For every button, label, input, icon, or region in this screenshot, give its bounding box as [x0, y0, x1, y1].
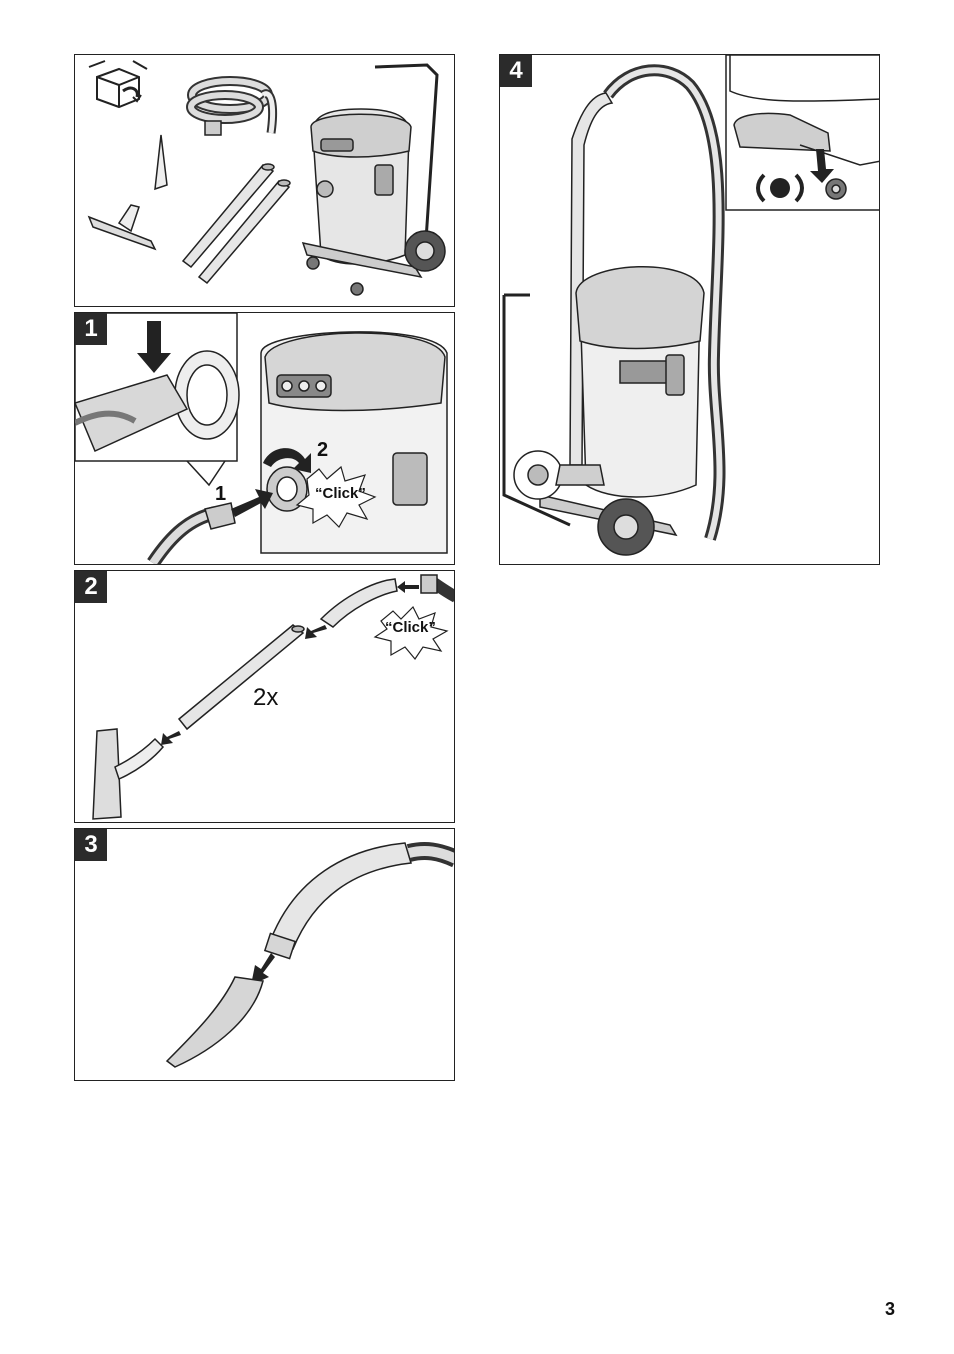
panel-step-4: 4 [499, 54, 880, 565]
vacuum-head-icon [261, 332, 447, 553]
vacuum-cleaner-icon [504, 267, 704, 555]
page-number: 3 [885, 1299, 895, 1320]
step-label-1: 1 [215, 483, 226, 506]
step-number-badge: 1 [75, 313, 107, 345]
step-3-illustration [75, 829, 455, 1081]
panel-step-2: 2 “Click” 2x [74, 570, 455, 823]
vacuum-cleaner-icon [303, 65, 445, 295]
connect-arrow-icon [397, 581, 419, 593]
step-4-illustration [500, 55, 880, 565]
step-number-badge: 3 [75, 829, 107, 861]
step-1-illustration [75, 313, 455, 565]
hose-end-icon [421, 575, 455, 597]
hose-end-icon [409, 851, 455, 859]
suction-tubes-icon [183, 164, 290, 283]
floor-nozzle-icon [89, 205, 155, 249]
floor-nozzle-icon [93, 729, 163, 819]
contents-illustration [75, 55, 455, 307]
crevice-nozzle-icon [155, 135, 167, 189]
step-number-badge: 4 [500, 55, 532, 87]
panel-step-3: 3 [74, 828, 455, 1081]
click-text: “Click” [385, 619, 436, 636]
attach-arrow-icon [161, 731, 181, 745]
suction-hose-icon [191, 81, 273, 135]
attach-arrow-icon [305, 625, 327, 639]
panel-contents [74, 54, 455, 307]
click-text: “Click” [315, 485, 366, 502]
hose-end-icon [153, 503, 235, 563]
handle-tube-icon [265, 843, 411, 959]
suction-tube-icon [179, 625, 304, 729]
crevice-nozzle-icon [167, 977, 263, 1067]
step-number-badge: 2 [75, 571, 107, 603]
unboxing-icon [89, 61, 147, 107]
step-label-2: 2 [317, 439, 328, 462]
repeat-count-text: 2x [253, 684, 278, 712]
panel-step-1: 1 1 2 “Click” [74, 312, 455, 565]
